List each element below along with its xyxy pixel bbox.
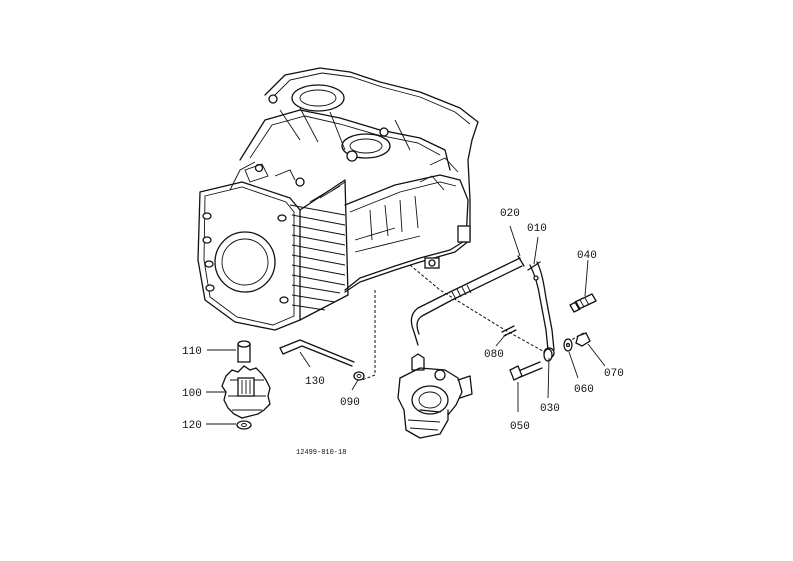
label-020: 020 [500,208,520,220]
bolt-050 [509,361,543,381]
label-100: 100 [182,388,202,400]
pin-080 [501,325,517,337]
label-050: 050 [510,421,530,433]
label-110: 110 [182,346,202,358]
label-070: 070 [604,368,624,380]
governor-rod-020 [410,255,525,346]
bolt-110 [237,340,251,363]
label-090: 090 [340,397,360,409]
label-080: 080 [484,349,504,361]
label-120: 120 [182,420,202,432]
washer-120 [236,420,252,430]
alignment-lines [361,264,586,381]
washers-and-nut [543,332,591,362]
control-rod-130 [279,339,355,367]
part-labels: 020 010 040 080 070 060 030 050 110 100 … [182,208,624,457]
label-130: 130 [305,376,325,388]
label-030: 030 [540,403,560,415]
bolt-040 [569,293,597,313]
label-060: 060 [574,384,594,396]
governor-lever-010 [527,261,555,359]
clip-090 [353,371,365,381]
carburetor [397,353,473,439]
label-010: 010 [527,223,547,235]
gear-100 [221,365,271,419]
label-040: 040 [577,250,597,262]
engine-block [197,67,479,331]
drawing-number: 12499-810-18 [296,449,346,457]
leader-lines [206,225,606,425]
